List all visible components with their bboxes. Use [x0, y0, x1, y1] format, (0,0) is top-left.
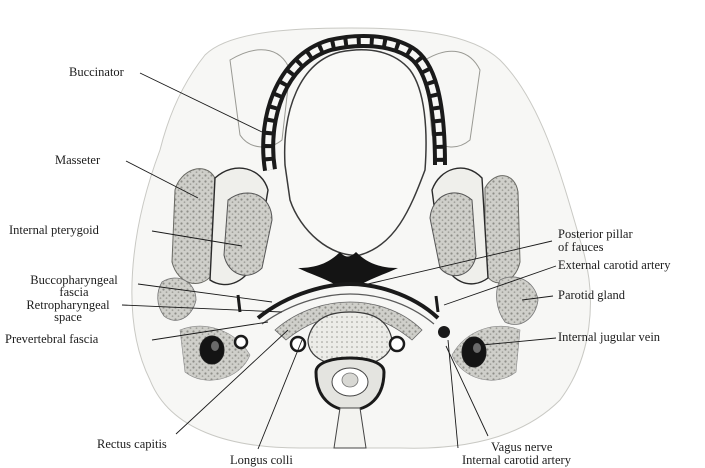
label-retropharyngeal-line2: space: [8, 311, 128, 324]
internal-carotid-right: [438, 326, 450, 338]
label-masseter: Masseter: [55, 154, 100, 167]
label-buccinator: Buccinator: [69, 66, 124, 79]
label-longus-colli: Longus colli: [230, 454, 293, 467]
label-internal-carotid-artery: Internal carotid artery: [462, 454, 571, 467]
label-internal-pterygoid: Internal pterygoid: [9, 224, 99, 237]
internal-carotid-left: [235, 336, 247, 348]
label-retropharyngeal-space: Retropharyngeal space: [8, 299, 128, 324]
label-posterior-pillar-of-fauces: Posterior pillar of fauces: [558, 228, 633, 254]
label-internal-jugular-vein: Internal jugular vein: [558, 331, 660, 344]
internal-jugular-vein-left: [200, 336, 224, 364]
internal-jugular-vein-right: [462, 337, 486, 367]
label-buccopharyngeal-fascia: Buccopharyngeal fascia: [14, 274, 134, 299]
label-external-carotid-artery: External carotid artery: [558, 259, 670, 272]
spinal-cord: [342, 373, 358, 387]
transverse-foramen-right: [390, 337, 404, 351]
label-rectus-capitis: Rectus capitis: [97, 438, 167, 451]
label-parotid-gland: Parotid gland: [558, 289, 625, 302]
label-posterior-pillar-line2: of fauces: [558, 241, 633, 254]
label-prevertebral-fascia: Prevertebral fascia: [5, 333, 98, 346]
masseter-right: [485, 176, 520, 283]
spinous-process: [334, 408, 366, 448]
masseter-left: [172, 169, 215, 284]
external-carotid-right: [436, 296, 438, 312]
